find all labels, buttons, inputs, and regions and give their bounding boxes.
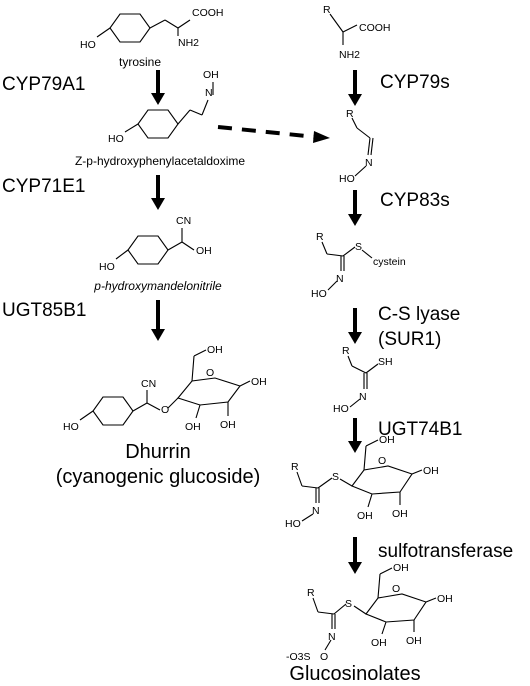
dhurrin-oh-c6: OH [207,344,223,356]
s-alkyl-r: R [316,231,324,243]
glucosinolate-oh-c2: OH [371,637,387,649]
s-alkyl-ho: HO [311,288,327,300]
thiohydroximate-r: R [342,345,350,357]
glucosinolate-n: N [328,631,336,643]
oxime-n: N [205,87,213,99]
oxime-label: Z-p-hydroxyphenylacetaldoxime [75,154,245,168]
enzyme-cyp71e1: CYP71E1 [2,176,85,197]
aldoxime-structure: R N HO [339,108,374,185]
oxime-structure: HO N OH Z-p-hydroxyphenylacetaldoxime [75,69,245,168]
dhurrin-sublabel: (cyanogenic glucoside) [56,466,261,488]
dhurrin-ho: HO [63,421,79,433]
s-alkyl-n: N [336,273,344,285]
glucosinolate-oh-c6: OH [393,562,409,574]
s-alkyl-s: S [355,241,362,253]
desulfo-s: S [332,471,339,483]
tyrosine-label: tyrosine [119,55,161,69]
desulfo-oh-c2: OH [357,510,373,522]
aldoxime-r: R [346,108,354,120]
desulfo-oh-c3: OH [392,508,408,520]
amino-acid-r: R [323,4,331,16]
glucosinolate-label: Glucosinolates [289,663,420,685]
dhurrin-cn: CN [141,378,156,390]
enzyme-sulfotransferase: sulfotransferase [378,541,513,562]
desulfo-oh-c6: OH [379,434,395,446]
nitrile-label: p-hydroxymandelonitrile [93,279,222,293]
nitrile-structure: HO CN OH p-hydroxymandelonitrile [93,215,222,293]
glucosinolate-oh-c3: OH [406,635,422,647]
dhurrin-label: Dhurrin [125,441,191,463]
arrow-aldoxime-to-s-alkyl [348,190,362,226]
enzyme-ugt74b1: UGT74B1 [378,419,462,440]
s-alkyl-cysteine: cystein [373,256,406,268]
desulfo-structure: R S N HO O OH OH OH OH [285,434,439,530]
aldoxime-ho: HO [339,173,355,185]
oxime-ho: HO [108,133,124,145]
nitrile-oh: OH [196,245,212,257]
glucosinolate-ring-o: O [392,583,400,595]
thiohydroximate-n: N [359,391,367,403]
desulfo-r: R [291,461,299,473]
amino-acid-structure: R COOH NH2 [323,4,391,61]
amino-acid-nh2: NH2 [339,49,360,61]
s-alkyl-structure: R S cystein N HO [311,231,406,300]
arrow-thiohydroximate-to-desulfo [348,418,362,453]
enzyme-cs-lyase: C-S lyase [378,304,460,325]
dhurrin-glycosidic-o: O [161,404,169,416]
glucosinolate-r: R [307,587,315,599]
nitrile-cn: CN [176,215,191,227]
arrow-amino-acid-to-aldoxime [348,70,362,106]
oxime-oh: OH [203,69,219,81]
tyrosine-cooh: COOH [192,7,224,19]
arrow-desulfo-to-glucosinolate [348,537,362,574]
glucosinolate-oh-c4: OH [437,593,453,605]
tyrosine-nh2: NH2 [178,37,199,49]
desulfo-n: N [312,505,320,517]
enzyme-sur1: (SUR1) [378,329,441,350]
enzyme-cyp79a1: CYP79A1 [2,74,85,95]
arrow-nitrile-to-dhurrin [151,300,165,341]
dhurrin-ring-o: O [206,367,214,379]
nitrile-ho: HO [99,261,115,273]
aldoxime-n: N [365,157,373,169]
thiohydroximate-structure: R SH N HO [333,345,393,415]
glucosinolate-o: O [320,651,328,663]
enzyme-cyp79s: CYP79s [380,72,450,93]
enzyme-ugt85b1: UGT85B1 [2,300,86,321]
dhurrin-structure: HO CN O O OH OH OH OH Dhurrin (cyanogeni… [56,344,267,488]
arrow-tyrosine-to-oxime [151,70,165,105]
thiohydroximate-ho: HO [333,403,349,415]
desulfo-ho: HO [285,518,301,530]
glucosinolate-s: S [345,598,352,610]
desulfo-oh-c4: OH [423,465,439,477]
tyrosine-structure: HO COOH NH2 tyrosine [80,7,224,69]
glucosinolate-o3s: -O3S [286,651,311,663]
desulfo-ring-o: O [378,455,386,467]
dhurrin-oh-c3: OH [220,419,236,431]
thiohydroximate-sh: SH [378,356,393,368]
dhurrin-oh-c4: OH [251,376,267,388]
tyrosine-oh: HO [80,39,96,51]
arrow-s-alkyl-to-thiohydroximate [348,308,362,344]
amino-acid-cooh: COOH [359,22,391,34]
arrow-oxime-to-nitrile [151,175,165,210]
dashed-arrow-to-aldoxime [217,125,330,143]
dhurrin-oh-c2: OH [185,421,201,433]
enzyme-cyp83s: CYP83s [380,190,450,211]
glucosinolate-structure: R S N O -O3S O OH OH OH OH Glucosinolate… [286,562,453,685]
